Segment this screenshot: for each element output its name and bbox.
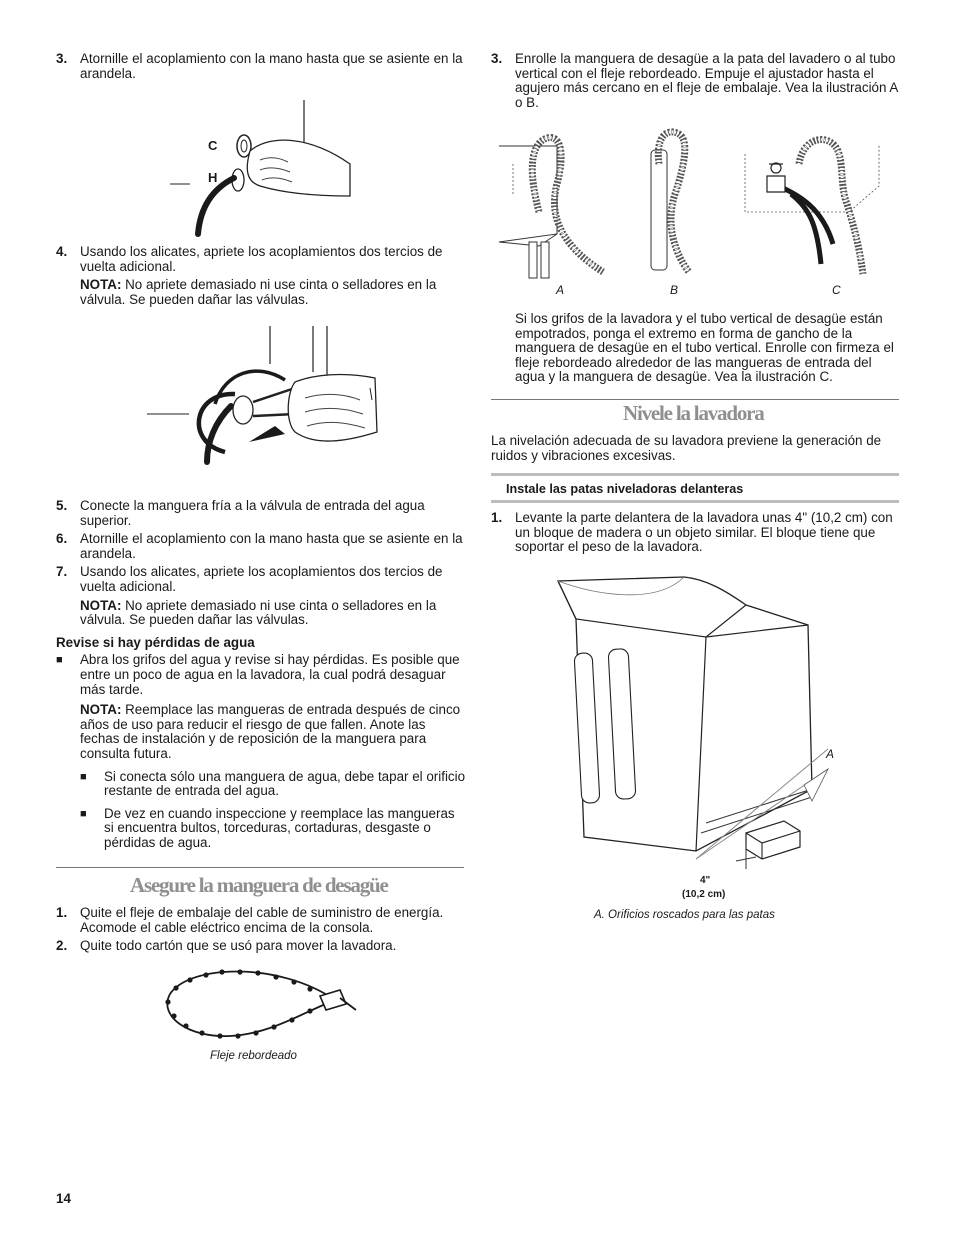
note-text: No apriete demasiado ni use cinta o sell… bbox=[80, 277, 437, 307]
left-steps-block-3: 5. Conecte la manguera fría a la válvula… bbox=[56, 498, 466, 851]
bullet-square: ■ bbox=[56, 654, 63, 667]
step-number: 5. bbox=[56, 498, 68, 513]
drain-hose-illustrations: A B C bbox=[498, 128, 880, 297]
step-text: Atornille el acoplamiento con la mano ha… bbox=[80, 531, 463, 561]
step-3-left: 3. Atornille el acoplamiento con la mano… bbox=[56, 51, 466, 81]
note-label: NOTA: bbox=[80, 597, 122, 613]
step-text: Atornille el acoplamiento con la mano ha… bbox=[80, 51, 463, 81]
drain-step-1: 1. Quite el fleje de embalaje del cable … bbox=[56, 905, 466, 935]
bullet-text: Abra los grifos del agua y revise si hay… bbox=[80, 652, 460, 697]
figure-c-recessed bbox=[744, 136, 880, 275]
figure-a-laundry-tub bbox=[498, 134, 605, 279]
step-text: Usando los alicates, apriete los acoplam… bbox=[80, 244, 443, 274]
measure-cm: (10,2 cm) bbox=[682, 889, 725, 900]
step-number: 1. bbox=[56, 905, 68, 920]
step-number: 1. bbox=[491, 510, 503, 525]
washer-on-block-illustration: A 4" (10,2 cm) bbox=[556, 576, 834, 900]
note-label: NOTA: bbox=[80, 277, 122, 293]
step-5-left: 5. Conecte la manguera fría a la válvula… bbox=[56, 498, 466, 528]
step-text: Enrolle la manguera de desagüe a la pata… bbox=[515, 51, 898, 110]
step-number: 3. bbox=[491, 51, 503, 66]
level-washer-heading: Nivele la lavadora bbox=[623, 401, 765, 425]
step-number: 6. bbox=[56, 531, 68, 547]
drain-hose-heading: Asegure la manguera de desagüe bbox=[130, 873, 389, 897]
figure-label-b: B bbox=[670, 283, 678, 297]
right-column: 3. Enrolle la manguera de desagüe a la p… bbox=[491, 51, 899, 110]
section-divider-left bbox=[56, 867, 464, 868]
step-number: 4. bbox=[56, 244, 68, 259]
note-2: NOTA: No apriete demasiado ni use cinta … bbox=[56, 597, 466, 628]
drain-step-2: 2. Quite todo cartón que se usó para mov… bbox=[56, 938, 466, 954]
sub-bullet-1: ■ Si conecta sólo una manguera de agua, … bbox=[80, 768, 466, 799]
note-text: Reemplace las mangueras de entrada despu… bbox=[80, 702, 461, 761]
recessed-paragraph: Si los grifos de la lavadora y el tubo v… bbox=[515, 311, 894, 385]
left-column: 3. Atornille el acoplamiento con la mano… bbox=[56, 51, 466, 81]
figure-b-standpipe bbox=[650, 128, 692, 275]
level-step-1-container: 1. Levante la parte delantera de la lava… bbox=[491, 510, 899, 555]
figure-label-a: A bbox=[555, 283, 564, 297]
hand-coupling-illustration: C H bbox=[170, 100, 351, 237]
washer-label-a: A bbox=[825, 747, 834, 761]
subheading-rule-bottom bbox=[491, 500, 899, 503]
left-steps-block-2: 4. Usando los alicates, apriete los acop… bbox=[56, 244, 466, 307]
step-number: 2. bbox=[56, 938, 68, 954]
bullet-text: Si conecta sólo una manguera de agua, de… bbox=[104, 768, 466, 799]
page-number: 14 bbox=[56, 1191, 71, 1206]
left-steps-block-4: 1. Quite el fleje de embalaje del cable … bbox=[56, 905, 466, 954]
step-6-left: 6. Atornille el acoplamiento con la mano… bbox=[56, 531, 466, 561]
figure-label-c: C bbox=[832, 283, 841, 297]
step-7-left: 7. Usando los alicates, apriete los acop… bbox=[56, 565, 466, 594]
label-c: C bbox=[208, 138, 218, 153]
step-number: 7. bbox=[56, 564, 68, 580]
pliers-tightening-illustration bbox=[147, 326, 378, 465]
note-label: NOTA: bbox=[80, 702, 122, 718]
subheading-rule-top bbox=[491, 473, 899, 476]
note-text: No apriete demasiado ni use cinta o sell… bbox=[80, 597, 437, 628]
step-text: Quite todo cartón que se usó para mover … bbox=[80, 938, 397, 954]
bullet-square: ■ bbox=[80, 770, 87, 783]
beaded-strap-illustration bbox=[165, 969, 357, 1039]
level-intro: La nivelación adecuada de su lavadora pr… bbox=[491, 433, 882, 463]
washer-caption: A. Orificios roscados para las patas bbox=[594, 909, 775, 921]
leak-check-bullet: ■ Abra los grifos del agua y revise si h… bbox=[56, 653, 466, 697]
leak-check-heading: Revise si hay pérdidas de agua bbox=[56, 634, 255, 650]
measure-inches: 4" bbox=[700, 875, 711, 886]
sub-bullet-2: ■ De vez en cuando inspeccione y reempla… bbox=[80, 805, 466, 851]
step-text: Quite el fleje de embalaje del cable de … bbox=[80, 905, 444, 935]
step-4-left: 4. Usando los alicates, apriete los acop… bbox=[56, 244, 466, 274]
step-text: Levante la parte delantera de la lavador… bbox=[515, 510, 893, 555]
step-number: 3. bbox=[56, 51, 68, 66]
level-step-1: 1. Levante la parte delantera de la lava… bbox=[491, 510, 899, 555]
step-text: Conecte la manguera fría a la válvula de… bbox=[80, 498, 425, 528]
note-1: NOTA: No apriete demasiado ni use cinta … bbox=[56, 277, 466, 307]
step-text: Usando los alicates, apriete los acoplam… bbox=[80, 564, 443, 594]
strap-caption: Fleje rebordeado bbox=[210, 1050, 297, 1062]
note-3: NOTA: Reemplace las mangueras de entrada… bbox=[56, 702, 466, 761]
section-divider-right bbox=[491, 399, 899, 400]
bullet-square: ■ bbox=[80, 807, 87, 820]
label-h: H bbox=[208, 170, 217, 185]
step-3-right: 3. Enrolle la manguera de desagüe a la p… bbox=[491, 51, 899, 110]
bullet-text: De vez en cuando inspeccione y reemplace… bbox=[104, 805, 455, 850]
front-legs-subheading: Instale las patas niveladoras delanteras bbox=[506, 482, 744, 496]
